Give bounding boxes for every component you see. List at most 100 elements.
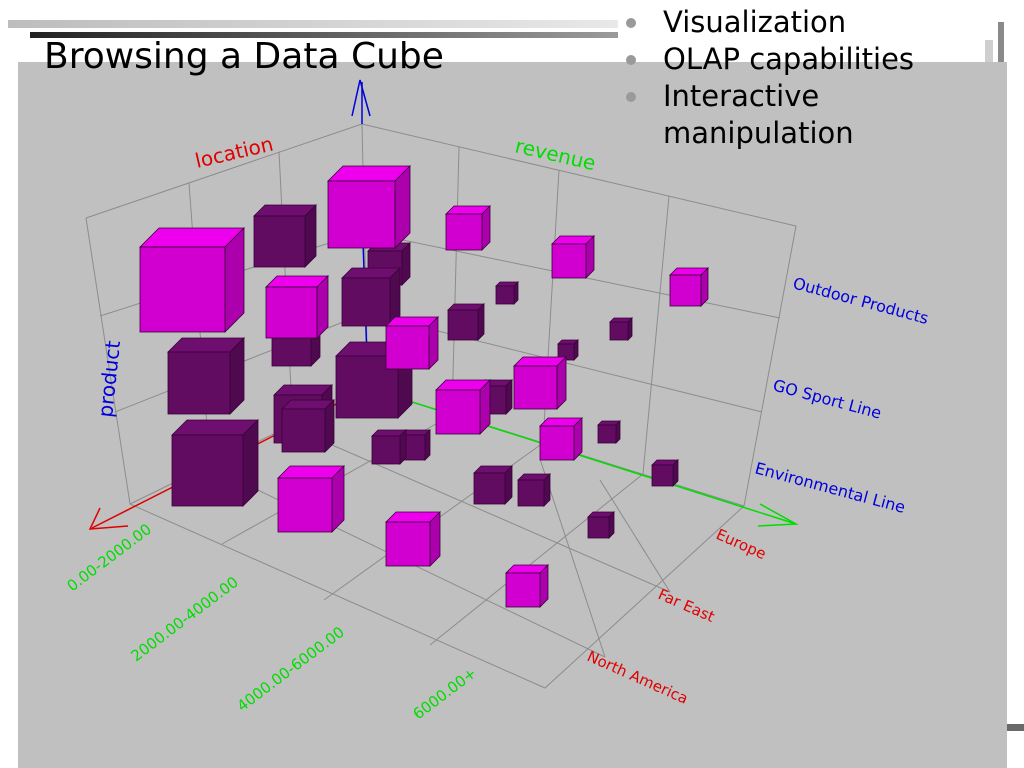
- cube-front-face: [435, 389, 481, 435]
- cube-front-face: [327, 180, 396, 249]
- data-cube: [167, 337, 245, 415]
- data-cube: [371, 429, 407, 465]
- cube-front-face: [265, 286, 318, 339]
- data-cube: [587, 511, 615, 539]
- cube-front-face: [513, 365, 558, 410]
- cube-side-face: [428, 316, 439, 370]
- data-cube-svg[interactable]: location revenue product 0.00-2000.00 20…: [18, 62, 1007, 768]
- data-cube: [495, 281, 519, 305]
- cube-side-face: [585, 235, 595, 279]
- axis-title-product: product: [93, 339, 125, 418]
- data-cube: [557, 339, 579, 361]
- cube-front-face: [171, 434, 244, 507]
- cube-side-face: [401, 242, 411, 286]
- cube-front-face: [445, 213, 483, 251]
- cube-front-face: [371, 435, 401, 465]
- data-cube: [517, 473, 551, 507]
- cube-front-face: [281, 408, 326, 453]
- top-decor-bar-dark: [30, 32, 618, 38]
- product-tick-labels: Outdoor Products GO Sport Line Environme…: [753, 274, 931, 517]
- cube-side-face: [424, 429, 431, 461]
- cube-front-face: [495, 285, 515, 305]
- cube-side-face: [556, 356, 567, 410]
- bullet-dot-icon: [626, 55, 636, 65]
- data-cubes: [139, 165, 709, 608]
- cube-front-face: [669, 274, 702, 307]
- data-cube: [277, 465, 345, 533]
- cube-side-face: [573, 339, 579, 361]
- bullet-item: Visualization: [622, 4, 982, 41]
- data-cube: [341, 267, 401, 327]
- cube-front-face: [473, 472, 506, 505]
- cube-side-face: [224, 227, 245, 333]
- cube-front-face: [597, 424, 617, 444]
- data-cube: [473, 465, 513, 505]
- cube-side-face: [505, 379, 513, 415]
- cube-side-face: [539, 564, 549, 608]
- data-cube: [171, 419, 259, 507]
- data-cube: [447, 303, 485, 341]
- cube-side-face: [573, 417, 583, 461]
- bullet-dot-icon: [626, 92, 636, 102]
- cube-side-face: [316, 275, 329, 339]
- data-cube: [281, 399, 335, 453]
- cube-front-face: [385, 521, 431, 567]
- cube-side-face: [394, 165, 411, 249]
- cube-front-face: [609, 321, 629, 341]
- cube-front-face: [447, 309, 479, 341]
- cube-front-face: [517, 479, 545, 507]
- bullet-list: Visualization OLAP capabilities Interact…: [622, 4, 982, 152]
- cube-side-face: [242, 419, 259, 507]
- cube-front-face: [505, 572, 541, 608]
- data-cube: [539, 417, 583, 461]
- data-cube: [597, 420, 621, 444]
- slide-title: Browsing a Data Cube: [44, 36, 444, 77]
- product-tick-label: Outdoor Products: [791, 274, 931, 328]
- cube-front-face: [385, 325, 430, 370]
- cube-side-face: [229, 337, 245, 415]
- cube-side-face: [477, 303, 485, 341]
- cube-side-face: [700, 267, 709, 307]
- right-decor-bar-light: [985, 40, 993, 70]
- product-tick-label: GO Sport Line: [771, 376, 884, 423]
- bullet-item: OLAP capabilities: [622, 41, 982, 78]
- cube-front-face: [277, 477, 333, 533]
- data-cube: [651, 459, 679, 487]
- bottom-right-decor-bar: [1007, 724, 1024, 731]
- cube-side-face: [513, 281, 519, 305]
- revenue-tick-label: 4000.00-6000.00: [234, 623, 348, 715]
- top-decor-bar-light: [8, 20, 618, 28]
- data-cube: [253, 204, 317, 268]
- data-cube: [609, 317, 633, 341]
- cube-side-face: [504, 465, 513, 505]
- cube-front-face: [551, 243, 587, 279]
- cube-side-face: [324, 399, 335, 453]
- cube-front-face: [139, 246, 226, 333]
- cube-front-face: [167, 351, 231, 415]
- data-cube: [505, 564, 549, 608]
- revenue-tick-label: 0.00-2000.00: [64, 520, 155, 595]
- data-cube: [385, 511, 441, 567]
- location-tick-labels: Europe Far East North America: [584, 525, 769, 708]
- data-cube: [385, 316, 439, 370]
- data-cube: [513, 356, 567, 410]
- cube-front-face: [587, 516, 610, 539]
- cube-side-face: [627, 317, 633, 341]
- cube-side-face: [615, 420, 621, 444]
- cube-front-face: [253, 215, 306, 268]
- data-cube: [445, 205, 491, 251]
- cube-front-face: [651, 464, 674, 487]
- cube-front-face: [539, 425, 575, 461]
- cube-side-face: [304, 204, 317, 268]
- data-cube: [669, 267, 709, 307]
- location-tick-label: Far East: [655, 585, 717, 626]
- product-tick-label: Environmental Line: [753, 459, 907, 517]
- cube-side-face: [543, 473, 551, 507]
- data-cube-visualization[interactable]: location revenue product 0.00-2000.00 20…: [18, 62, 1007, 768]
- cube-side-face: [608, 511, 615, 539]
- cube-side-face: [481, 205, 491, 251]
- bullet-dot-icon: [626, 18, 636, 28]
- cube-side-face: [399, 429, 407, 465]
- data-cube: [265, 275, 329, 339]
- revenue-tick-label: 2000.00-4000.00: [128, 573, 242, 665]
